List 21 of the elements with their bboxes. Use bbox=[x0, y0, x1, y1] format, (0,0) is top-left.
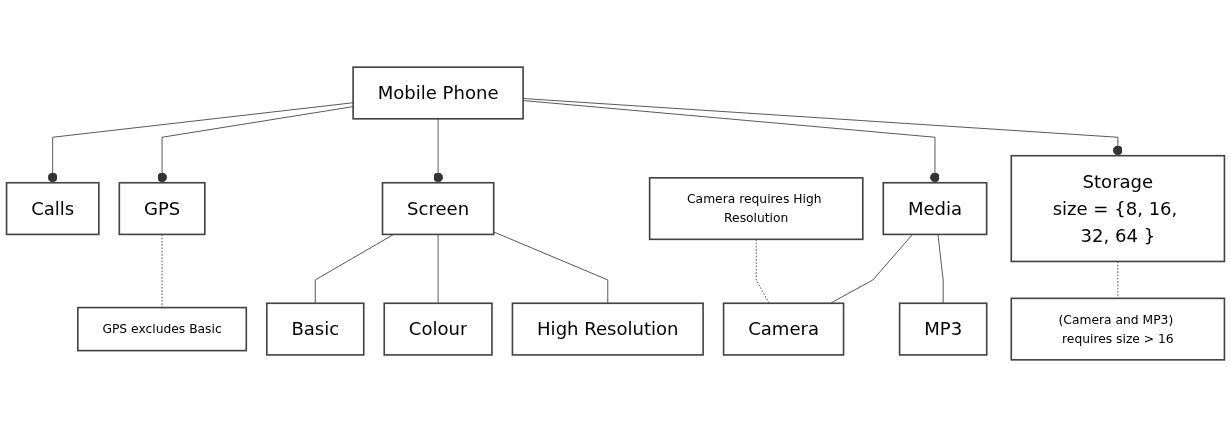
connector bbox=[437, 234, 439, 304]
node-box: Camera bbox=[722, 302, 845, 356]
node-box: High Resolution bbox=[511, 302, 704, 356]
connector bbox=[1117, 261, 1119, 299]
node-box: GPS bbox=[118, 181, 206, 236]
connector bbox=[493, 231, 609, 304]
node-box: Calls bbox=[5, 181, 100, 236]
node-box: Screen bbox=[381, 181, 495, 236]
connector bbox=[314, 234, 395, 304]
node-box: Storage size = {8, 16, 32, 64 } bbox=[1010, 154, 1226, 263]
connector bbox=[830, 234, 913, 304]
node-box: (Camera and MP3) requires size > 16 bbox=[1010, 297, 1226, 361]
node-box: GPS excludes Basic bbox=[77, 306, 248, 352]
node-box: Media bbox=[882, 181, 988, 236]
node-box: Camera requires High Resolution bbox=[648, 177, 864, 241]
connector bbox=[161, 234, 163, 308]
connector bbox=[937, 234, 944, 304]
node-box: Colour bbox=[383, 302, 493, 356]
node-box: MP3 bbox=[898, 302, 988, 356]
node-box: Basic bbox=[266, 302, 365, 356]
node-box: Mobile Phone bbox=[352, 66, 524, 120]
